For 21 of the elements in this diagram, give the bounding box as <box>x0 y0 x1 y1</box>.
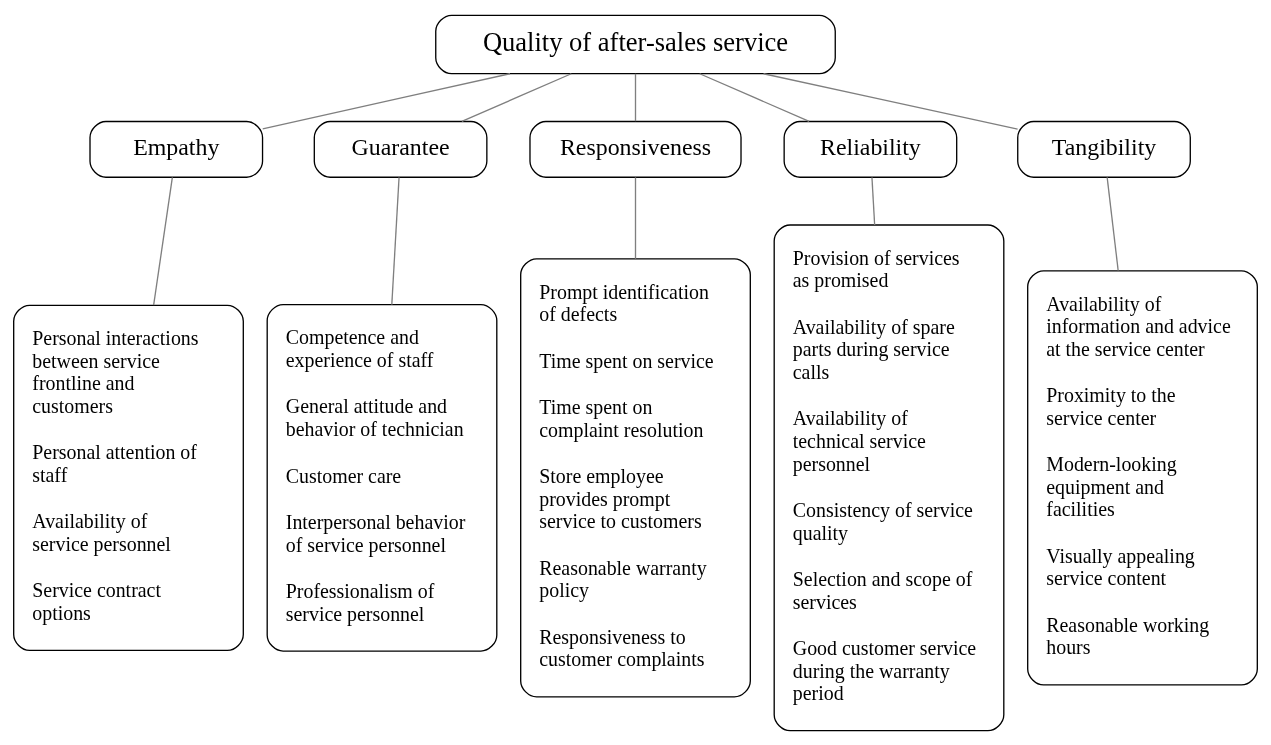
connector <box>153 176 174 306</box>
node-box: Prompt identification of defects Time spent on service Time spent on complaint resolution Store employee provides prompt service to customers Reasonable warranty policy Responsiveness to customer complaints <box>520 257 751 697</box>
node-box: Empathy <box>89 120 264 178</box>
node-box: Personal interactions between service frontline and customers Personal attention of staff Availability of service personnel Service contract options <box>13 304 244 651</box>
node-box: Reliability <box>783 120 958 178</box>
connector <box>1106 176 1119 271</box>
node-box: Tangibility <box>1017 120 1191 178</box>
node-box: Quality of after-sales service <box>435 14 836 74</box>
connector <box>699 72 810 122</box>
node-box: Responsiveness <box>529 120 742 178</box>
connector <box>391 176 400 305</box>
connector <box>634 72 637 122</box>
node-box: Provision of services as promised Availability of spare parts during service calls Availability of technical service personnel Consistency of service quality Selection and scope of services Good customer service during the warranty period <box>773 223 1005 731</box>
connector <box>262 72 511 129</box>
node-box: Guarantee <box>313 120 488 178</box>
connector <box>871 176 876 226</box>
node-box: Competence and experience of staff General attitude and behavior of technician Customer care Interpersonal behavior of service personnel Professionalism of service personnel <box>266 303 498 652</box>
connector <box>762 72 1019 130</box>
connector <box>461 72 572 122</box>
node-box: Availability of information and advice at the service center Proximity to the service center Modern-looking equipment and facilities Visually appealing service content Reasonable working hours <box>1027 269 1258 686</box>
connector <box>634 176 637 259</box>
